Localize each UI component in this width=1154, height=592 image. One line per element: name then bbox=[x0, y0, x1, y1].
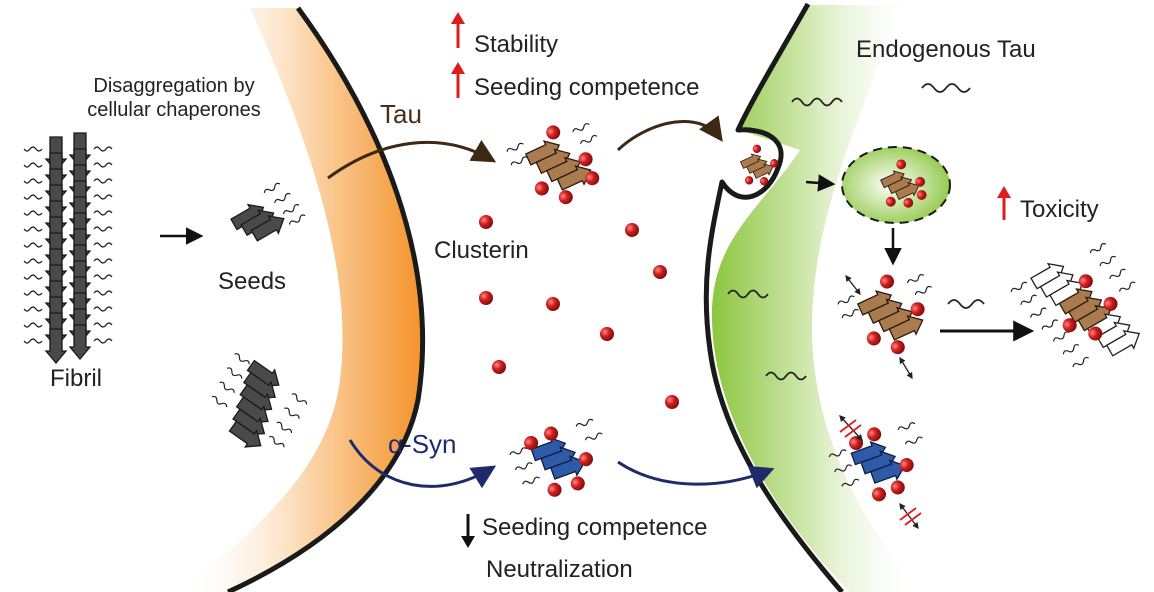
clusterin-label: Clusterin bbox=[434, 237, 529, 264]
donor-cell bbox=[180, 6, 426, 592]
fibril-tail bbox=[93, 178, 113, 184]
seeding-competence-up-label: Seeding competence bbox=[474, 74, 700, 101]
seeding-competence-down-label: Seeding competence bbox=[482, 514, 708, 541]
asyn-uptake-arrow bbox=[617, 460, 775, 489]
arrow-to-vesicle bbox=[805, 174, 836, 192]
down-arrow-icon bbox=[461, 514, 475, 548]
neutralization-label: Neutralization bbox=[486, 556, 633, 583]
fibril-tail bbox=[93, 322, 113, 328]
tau-label: Tau bbox=[380, 99, 422, 129]
asyn-path-arrow bbox=[348, 439, 497, 489]
fibril-tail bbox=[23, 306, 43, 312]
endogenous-tau-label: Endogenous Tau bbox=[856, 36, 1036, 63]
blocked-dissociation-bottom bbox=[899, 502, 922, 530]
fibril-tail bbox=[23, 194, 43, 200]
asyn-seed-clusterin-complex bbox=[508, 417, 604, 499]
toxicity-label: Toxicity bbox=[1020, 196, 1099, 223]
fibril-tail bbox=[23, 242, 43, 248]
up-arrow-icon bbox=[997, 186, 1011, 220]
fibril-tail bbox=[93, 162, 113, 168]
endosome-vesicle bbox=[841, 146, 951, 224]
fibril-tail bbox=[23, 274, 43, 280]
fibril-tail bbox=[93, 210, 113, 216]
fibril-tail bbox=[93, 242, 113, 248]
fibril-tail bbox=[23, 146, 43, 152]
tau-seed-clusterin-complex bbox=[505, 122, 602, 207]
seed-gray-large bbox=[210, 351, 309, 455]
stability-label: Stability bbox=[474, 31, 559, 58]
recipient-cell bbox=[703, 2, 920, 592]
fibril-tail bbox=[23, 322, 43, 328]
disaggregation-label-line1: Disaggregation by bbox=[93, 75, 255, 97]
fibril-tail bbox=[23, 178, 43, 184]
fibril-tail bbox=[23, 258, 43, 264]
blocked-dissociation-top bbox=[839, 415, 863, 441]
disaggregation-label: Disaggregation by cellular chaperones bbox=[58, 74, 290, 122]
fibril-tail bbox=[23, 290, 43, 296]
fibril-tail bbox=[93, 274, 113, 280]
seeds-label: Seeds bbox=[218, 268, 287, 295]
dissociation-arrow-2 bbox=[899, 356, 913, 380]
up-arrow-icon bbox=[451, 12, 465, 48]
up-arrow-icon bbox=[451, 62, 465, 98]
asyn-label: α-Syn bbox=[388, 429, 457, 459]
tau-path-arrow bbox=[327, 140, 497, 180]
tau-uptake-arrow bbox=[616, 115, 723, 152]
fibril-strand bbox=[69, 324, 91, 360]
fibril-label: Fibril bbox=[50, 365, 102, 392]
seed-gray-small bbox=[228, 181, 307, 245]
dissociation-arrow-1 bbox=[845, 274, 861, 296]
fibril-strand bbox=[45, 328, 67, 364]
endogenous-tau-molecules bbox=[727, 83, 985, 381]
fibril-tail bbox=[23, 210, 43, 216]
fibril bbox=[23, 132, 113, 364]
fibril-tail bbox=[93, 194, 113, 200]
released-tau-seed bbox=[836, 272, 934, 357]
templated-tau-aggregate bbox=[1009, 241, 1145, 370]
fibril-tail bbox=[93, 226, 113, 232]
fibril-tail bbox=[93, 290, 113, 296]
fibril-tail bbox=[93, 258, 113, 264]
fibril-tail bbox=[93, 338, 113, 344]
fibril-tail bbox=[23, 338, 43, 344]
fibril-tail bbox=[93, 306, 113, 312]
fibril-tail bbox=[23, 226, 43, 232]
fibril-tail bbox=[23, 162, 43, 168]
fibril-tail bbox=[93, 146, 113, 152]
disaggregation-label-line2: cellular chaperones bbox=[87, 99, 261, 121]
